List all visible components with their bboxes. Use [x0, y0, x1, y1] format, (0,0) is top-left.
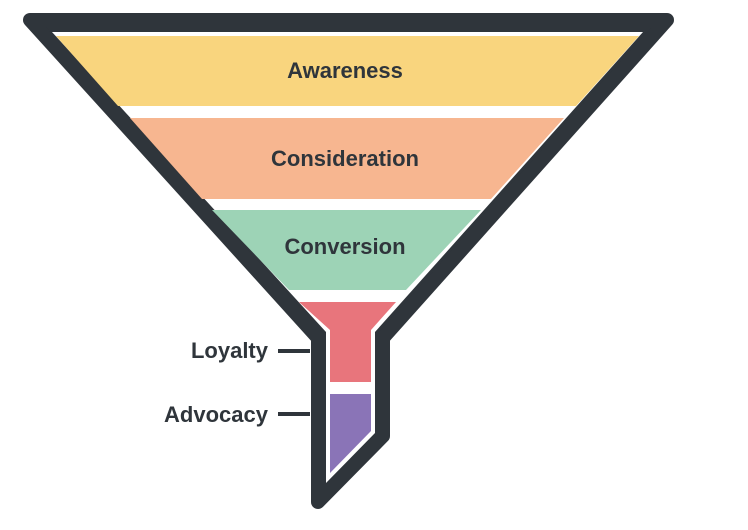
stage-band-advocacy — [330, 394, 371, 473]
stage-label-conversion: Conversion — [284, 234, 405, 259]
stage-band-consideration — [130, 118, 564, 199]
stage-label-advocacy: Advocacy — [164, 402, 269, 427]
stage-band-conversion — [212, 210, 481, 290]
stage-label-loyalty: Loyalty — [191, 338, 269, 363]
stage-band-loyalty — [299, 302, 396, 382]
stage-label-awareness: Awareness — [287, 58, 403, 83]
stage-band-awareness — [56, 36, 639, 106]
stage-label-consideration: Consideration — [271, 146, 419, 171]
